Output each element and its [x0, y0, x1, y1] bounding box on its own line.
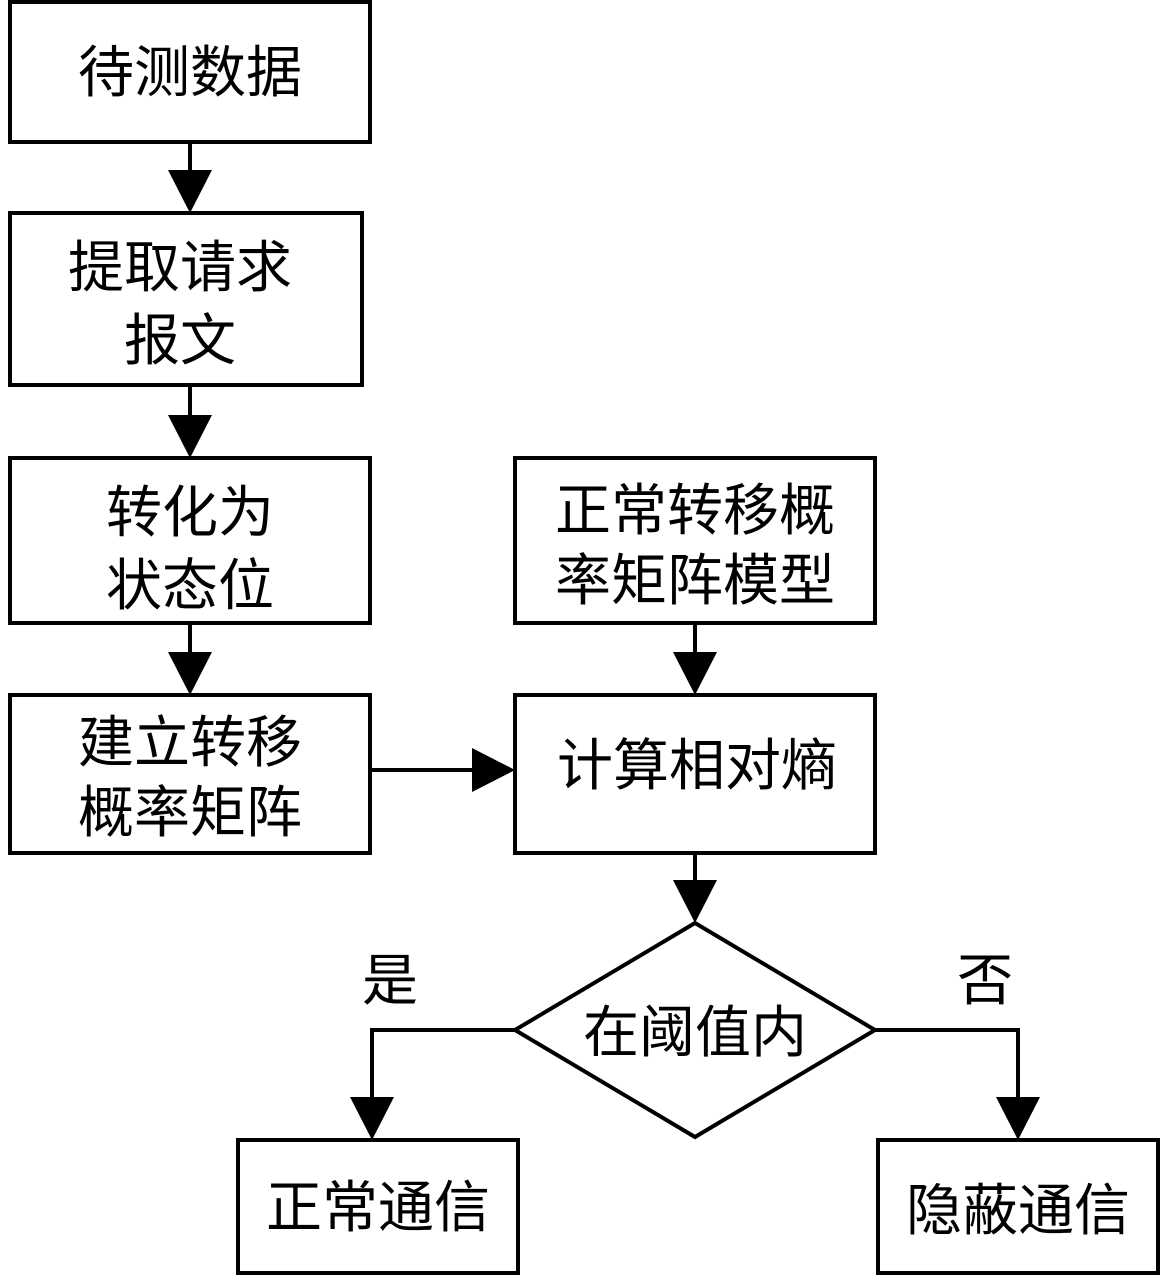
- node-relative-entropy: 计算相对熵: [513, 693, 877, 855]
- edge-label-no: 否: [957, 949, 1013, 1014]
- node-extract-request: 提取请求 报文: [8, 211, 364, 387]
- node-covert-comm: 隐蔽通信: [876, 1138, 1160, 1275]
- arrow-threshold-to-normal: [350, 1028, 515, 1140]
- node-normal-model: 正常转移概 率矩阵模型: [513, 456, 877, 625]
- node-extract-request-label-line1: 提取请求: [68, 236, 292, 301]
- node-build-matrix-label-line2: 概率矩阵: [78, 781, 302, 846]
- arrow-extract-to-state: [168, 385, 212, 458]
- node-relative-entropy-label: 计算相对熵: [557, 734, 837, 799]
- node-threshold-check: 在阈值内: [511, 920, 879, 1140]
- node-normal-comm: 正常通信: [236, 1138, 520, 1275]
- node-build-matrix-label-line1: 建立转移: [78, 711, 302, 776]
- arrow-input-to-extract: [168, 142, 212, 213]
- node-covert-comm-label: 隐蔽通信: [906, 1179, 1130, 1244]
- node-input-data: 待测数据: [8, 0, 372, 144]
- arrow-model-to-entropy: [673, 623, 717, 695]
- node-to-state: 转化为 状态位: [8, 456, 372, 625]
- arrow-build-to-entropy: [370, 748, 515, 792]
- node-normal-model-label-line2: 率矩阵模型: [555, 549, 835, 614]
- node-threshold-check-label: 在阈值内: [583, 1001, 807, 1066]
- node-normal-comm-label: 正常通信: [266, 1176, 490, 1241]
- node-extract-request-label-line2: 报文: [124, 309, 236, 374]
- arrow-state-to-build: [168, 623, 212, 695]
- node-input-data-label: 待测数据: [78, 41, 302, 106]
- node-build-matrix: 建立转移 概率矩阵: [8, 693, 372, 855]
- arrow-entropy-to-threshold: [673, 853, 717, 923]
- node-to-state-label-line2: 状态位: [106, 554, 274, 619]
- edge-label-yes: 是: [362, 949, 418, 1014]
- node-to-state-label-line1: 转化为: [106, 481, 274, 546]
- node-normal-model-label-line1: 正常转移概: [555, 479, 835, 544]
- arrow-threshold-to-covert: [875, 1028, 1040, 1140]
